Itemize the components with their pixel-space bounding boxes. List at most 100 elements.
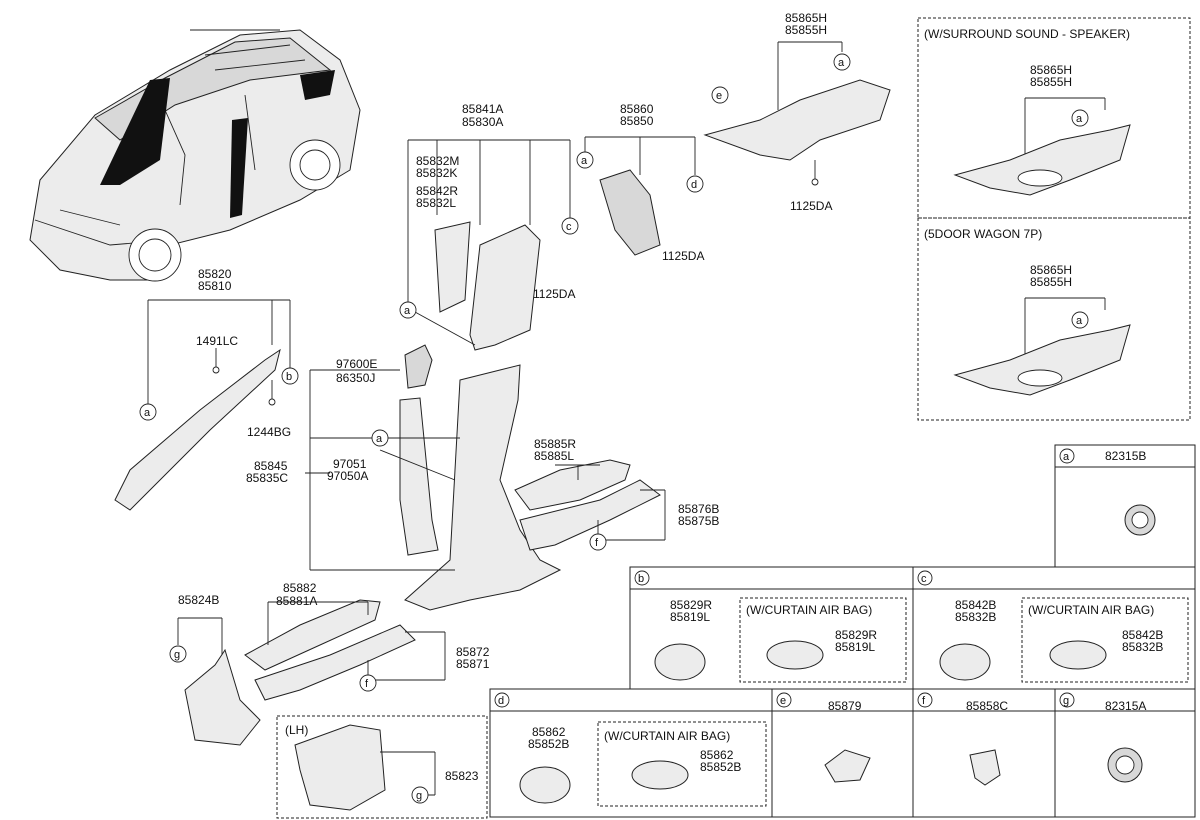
label-85835c: 85835C xyxy=(246,471,288,485)
variant-surround-title: (W/SURROUND SOUND - SPEAKER) xyxy=(924,27,1130,41)
label-85871: 85871 xyxy=(456,657,490,671)
legend-b: b 85829R 85819L (W/CURTAIN AIR BAG) 8582… xyxy=(629,566,914,690)
callout-g-2: g xyxy=(416,790,422,802)
legend-b-curtain-part-2: 85819L xyxy=(835,640,875,654)
legend-c-part-2: 85832B xyxy=(955,610,996,624)
legend-e-part: 85879 xyxy=(828,699,862,713)
label-97600e: 97600E xyxy=(336,357,377,371)
legend-f: f 85858C xyxy=(912,688,1056,818)
legend-c-curtain-part-1: 85842B xyxy=(1122,628,1163,642)
legend-d-curtain-part-2: 85852B xyxy=(700,760,741,774)
legend-a-part: 82315B xyxy=(1105,449,1146,463)
callout-a-7: a xyxy=(1076,315,1083,327)
label-86350j: 86350J xyxy=(336,371,375,385)
label-97050a: 97050A xyxy=(327,469,368,483)
label-85876b: 85876B xyxy=(678,502,719,516)
label-85842r: 85842R xyxy=(416,184,458,198)
label-1491lc: 1491LC xyxy=(196,334,238,348)
rear-scuff-trim: 85885R 85885L 85876B 85875B xyxy=(514,437,719,551)
variant-surround-part-1: 85865H xyxy=(1030,63,1072,77)
a-pillar-trim: 85820 85810 1491LC 1244BG xyxy=(114,267,291,511)
label-85860: 85860 xyxy=(620,102,654,116)
callout-e-1: e xyxy=(716,90,722,102)
callout-f-1: f xyxy=(595,537,599,549)
legend-e: e 85879 xyxy=(771,688,914,818)
label-1125da-right: 1125DA xyxy=(790,199,832,213)
callout-a-6: a xyxy=(1076,113,1083,125)
label-85855h-top: 85855H xyxy=(785,23,827,37)
variant-lh-title: (LH) xyxy=(285,723,308,737)
variant-surround-part-2: 85855H xyxy=(1030,75,1072,89)
variant-lh-panel: (LH) 85823 xyxy=(276,715,488,819)
legend-c-curtain-part-2: 85832B xyxy=(1122,640,1163,654)
callout-b-1: b xyxy=(286,371,292,383)
legend-c-curtain-title: (W/CURTAIN AIR BAG) xyxy=(1028,603,1154,617)
legend-c-letter: c xyxy=(921,573,927,585)
legend-b-curtain-title: (W/CURTAIN AIR BAG) xyxy=(746,603,872,617)
callout-markers: a e a d c a b a a f g f g a a xyxy=(139,53,1089,804)
legend-a: a 82315B xyxy=(1054,444,1196,568)
label-85832k: 85832K xyxy=(416,166,457,180)
legend-d-part-2: 85852B xyxy=(528,737,569,751)
label-85882: 85882 xyxy=(283,581,317,595)
label-85810: 85810 xyxy=(198,279,232,293)
callout-a-2: a xyxy=(581,155,588,167)
label-85832l: 85832L xyxy=(416,196,456,210)
kick-panel-trim: 85824B xyxy=(177,593,261,746)
label-85832m: 85832M xyxy=(416,154,459,168)
label-85850: 85850 xyxy=(620,114,654,128)
label-85823: 85823 xyxy=(445,769,479,783)
label-97051: 97051 xyxy=(333,457,367,471)
legend-g: g 82315A xyxy=(1054,688,1196,818)
label-85841a: 85841A xyxy=(462,102,503,116)
label-85885l: 85885L xyxy=(534,449,574,463)
label-85845: 85845 xyxy=(254,459,288,473)
callout-a-1: a xyxy=(838,57,845,69)
label-1125da-mid: 1125DA xyxy=(662,249,704,263)
variant-surround-panel: (W/SURROUND SOUND - SPEAKER) 85865H 8585… xyxy=(917,17,1191,219)
label-1244bg: 1244BG xyxy=(247,425,291,439)
legend-d: d 85862 85852B (W/CURTAIN AIR BAG) 85862… xyxy=(489,688,773,818)
legend-f-part: 85858C xyxy=(966,699,1008,713)
label-85820: 85820 xyxy=(198,267,232,281)
legend-b-part-2: 85819L xyxy=(670,610,710,624)
legend-c-part-1: 85842B xyxy=(955,598,996,612)
variant-wagon-title: (5DOOR WAGON 7P) xyxy=(924,227,1042,241)
legend-d-part-1: 85862 xyxy=(532,725,566,739)
label-85865h-top: 85865H xyxy=(785,11,827,25)
legend-b-part-1: 85829R xyxy=(670,598,712,612)
callout-a-5: a xyxy=(376,433,383,445)
callout-d-1: d xyxy=(691,179,697,191)
legend-f-letter: f xyxy=(922,695,926,707)
legend-d-curtain-title: (W/CURTAIN AIR BAG) xyxy=(604,729,730,743)
label-85881a: 85881A xyxy=(276,594,317,608)
legend-a-letter: a xyxy=(1063,451,1070,463)
callout-f-2: f xyxy=(365,678,369,690)
legend-b-letter: b xyxy=(638,573,644,585)
front-scuff-trim: 85882 85881A 85872 85871 xyxy=(244,581,490,701)
legend-c: c 85842B 85832B (W/CURTAIN AIR BAG) 8584… xyxy=(912,566,1196,690)
callout-a-3: a xyxy=(404,305,411,317)
label-85875b: 85875B xyxy=(678,514,719,528)
variant-wagon-part-1: 85865H xyxy=(1030,263,1072,277)
legend-g-part: 82315A xyxy=(1105,699,1146,713)
label-85872: 85872 xyxy=(456,645,490,659)
label-85885r: 85885R xyxy=(534,437,576,451)
legend-d-letter: d xyxy=(498,695,504,707)
callout-c-1: c xyxy=(566,221,572,233)
c-pillar-trim: 85865H 85855H 1125DA xyxy=(703,11,891,213)
callout-a-4: a xyxy=(144,407,151,419)
label-85824b: 85824B xyxy=(178,593,219,607)
callout-g-1: g xyxy=(174,649,180,661)
b-pillar-lower-trim: 97600E 86350J 85845 85835C 97051 97050A xyxy=(246,344,562,611)
label-85830a: 85830A xyxy=(462,115,503,129)
vehicle-illustration xyxy=(29,29,361,282)
legend-b-curtain-part-1: 85829R xyxy=(835,628,877,642)
label-1125da-left: 1125DA xyxy=(533,287,575,301)
legend-e-letter: e xyxy=(780,695,786,707)
legend-d-curtain-part-1: 85862 xyxy=(700,748,734,762)
variant-wagon-panel: (5DOOR WAGON 7P) 85865H 85855H xyxy=(917,217,1191,421)
legend-g-letter: g xyxy=(1063,695,1069,707)
b-pillar-upper-trim: 85841A 85830A 85832M 85832K 85842R 85832… xyxy=(407,102,704,351)
